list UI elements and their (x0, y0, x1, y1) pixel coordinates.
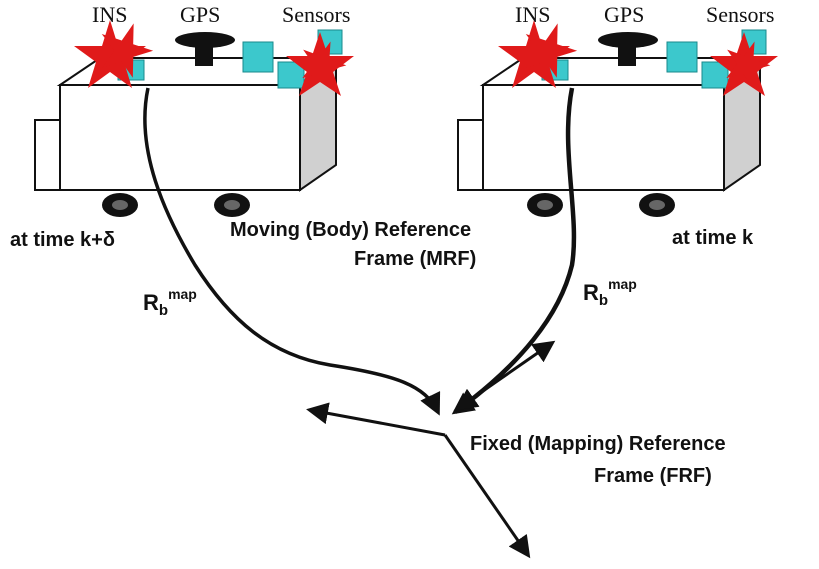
frf-axis-y (455, 340, 556, 411)
ins-star-icon (498, 20, 570, 88)
rotation-sub: b (598, 292, 609, 309)
rotation-sup: map (168, 286, 197, 302)
vehicle-body (59, 84, 301, 191)
ins-star-icon (101, 23, 154, 78)
ins-star-icon (74, 20, 146, 88)
wheel-icon (224, 200, 240, 210)
rotation-sup: map (608, 276, 637, 292)
rotation-curve-left (143, 87, 441, 416)
ins-label: INS (515, 2, 551, 27)
gps-label: GPS (604, 2, 645, 27)
rotation-label-left: Rbmap (143, 286, 197, 319)
frf-label-line1: Fixed (Mapping) Reference (470, 433, 726, 455)
frf-axis-z (443, 434, 531, 559)
wheel-icon (537, 200, 553, 210)
sensor-box-icon (666, 41, 698, 73)
sensor-box-icon (242, 41, 274, 73)
sensors-label: Sensors (282, 2, 351, 27)
rotation-base: R (143, 290, 159, 315)
wheel-icon (649, 200, 665, 210)
frf-label-line2: Frame (FRF) (594, 465, 712, 487)
rotation-label-right: Rbmap (583, 276, 637, 309)
vehicle-bumper (34, 119, 61, 191)
rotation-base: R (583, 280, 599, 305)
time-right-label: at time k (672, 227, 754, 249)
fixed-frame-axes (306, 340, 556, 559)
time-left-label: at time k+δ (10, 229, 115, 251)
mrf-label-line2: Frame (MRF) (354, 248, 477, 270)
wheel-icon (112, 200, 128, 210)
rotation-sub: b (158, 302, 169, 319)
sensor-star-icon (726, 41, 771, 88)
vehicle-body (482, 84, 725, 191)
vehicle-left (34, 20, 354, 217)
ins-star-icon (525, 23, 578, 78)
gps-antenna-icon (175, 32, 235, 66)
sensors-label: Sensors (706, 2, 775, 27)
ins-label: INS (92, 2, 128, 27)
vehicle-bumper (457, 119, 484, 191)
gps-label: GPS (180, 2, 221, 27)
frf-axis-x (306, 402, 446, 437)
mrf-label-line1: Moving (Body) Reference (230, 219, 472, 241)
sensor-star-icon (302, 41, 347, 88)
vehicle-right (457, 20, 778, 217)
gps-antenna-icon (598, 32, 658, 66)
